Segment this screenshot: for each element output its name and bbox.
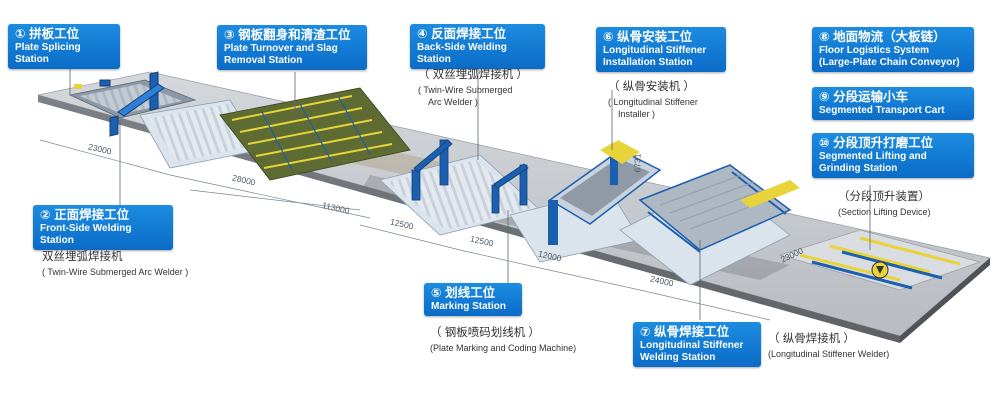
station-3-number: ③ <box>224 28 235 42</box>
station-5-zh: 划线工位 <box>445 286 496 300</box>
dimension-label-8: 6731 <box>632 153 643 173</box>
station-8-zh: 地面物流（大板链） <box>833 30 946 44</box>
station-1-callout: ① 拼板工位 Plate Splicing Station <box>8 24 120 69</box>
station-6-equipment: （ 纵骨安装机 ） ( Longitudinal Stiffener Insta… <box>608 80 698 120</box>
back-welding-area <box>379 139 541 236</box>
station-7-zh: 纵骨焊接工位 <box>654 325 730 339</box>
station-1-zh: 拼板工位 <box>29 27 80 41</box>
station-9-zh: 分段运输小车 <box>833 90 909 104</box>
station-5-number: ⑤ <box>431 286 442 300</box>
station-6-equipment-zh: （ 纵骨安装机 ） <box>608 81 695 93</box>
station-7-en2: Welding Station <box>640 352 716 363</box>
station-9-callout: ⑨ 分段运输小车 Segmented Transport Cart <box>812 87 974 120</box>
station-6-zh: 纵骨安装工位 <box>617 30 693 44</box>
station-4-number: ④ <box>417 27 428 41</box>
station-7-en: Longitudinal Stiffener <box>640 340 744 351</box>
station-4-callout: ④ 反面焊接工位 Back-Side Welding Station <box>410 24 545 69</box>
station-4-equipment-en1: ( Twin-Wire Submerged <box>418 84 513 95</box>
station-10-equipment: （分段顶升装置） (Section Lifting Device) <box>838 190 931 218</box>
station-6-callout: ⑥ 纵骨安装工位 Longitudinal Stiffener Installa… <box>596 27 726 72</box>
station-5-callout: ⑤ 划线工位 Marking Station <box>424 283 522 316</box>
station-2-equipment-zh: 双丝埋弧焊接机 <box>42 251 123 263</box>
station-2-en: Front-Side Welding Station <box>40 223 132 246</box>
station-8-callout: ⑧ 地面物流（大板链） Floor Logistics System (Larg… <box>812 27 974 72</box>
station-7-equipment: （ 纵骨焊接机 ） (Longitudinal Stiffener Welder… <box>768 332 889 360</box>
station-7-equipment-zh: （ 纵骨焊接机 ） <box>768 333 855 345</box>
stiffener-installer <box>509 140 662 263</box>
station-9-en: Segmented Transport Cart <box>819 105 945 116</box>
station-6-en: Longitudinal Stiffener <box>603 45 707 56</box>
station-1-en: Plate Splicing Station <box>15 42 81 65</box>
station-2-zh: 正面焊接工位 <box>54 208 130 222</box>
station-5-equipment-zh: （ 钢板喷码划线机 ） <box>430 327 540 339</box>
station-2-equipment: 双丝埋弧焊接机 ( Twin-Wire Submerged Arc Welder… <box>42 250 188 278</box>
station-3-en: Plate Turnover and Slag <box>224 43 338 54</box>
station-7-callout: ⑦ 纵骨焊接工位 Longitudinal Stiffener Welding … <box>633 322 761 367</box>
station-5-en: Marking Station <box>431 301 507 312</box>
dimension-lines <box>39 139 771 321</box>
front-welding-gantry <box>74 71 165 137</box>
station-2-equipment-en: ( Twin-Wire Submerged Arc Welder ) <box>42 266 189 277</box>
station-6-en2: Installation Station <box>603 57 693 68</box>
station-5-equipment-en: (Plate Marking and Coding Machine) <box>430 342 577 353</box>
leader-lines <box>69 60 871 320</box>
station-10-equipment-en: (Section Lifting Device) <box>838 206 931 217</box>
station-4-zh: 反面焊接工位 <box>431 27 507 41</box>
station-8-en2: (Large-Plate Chain Conveyor) <box>819 57 960 68</box>
station-6-number: ⑥ <box>603 30 614 44</box>
stiffener-welding-area <box>619 164 800 286</box>
station-4-equipment-zh: （ 双丝埋弧焊接机 ） <box>418 69 528 81</box>
station-10-equipment-zh: （分段顶升装置） <box>838 191 930 203</box>
station-10-zh: 分段顶升打磨工位 <box>833 136 934 150</box>
station-5-equipment: （ 钢板喷码划线机 ） (Plate Marking and Coding Ma… <box>430 326 576 354</box>
station-9-number: ⑨ <box>819 90 830 104</box>
station-10-en2: Grinding Station <box>819 163 898 174</box>
station-10-en: Segmented Lifting and <box>819 151 927 162</box>
station-10-callout: ⑩ 分段顶升打磨工位 Segmented Lifting and Grindin… <box>812 133 974 178</box>
station-3-callout: ③ 钢板翻身和清渣工位 Plate Turnover and Slag Remo… <box>217 25 367 70</box>
station-3-zh: 钢板翻身和清渣工位 <box>238 28 351 42</box>
logistics-area <box>778 229 982 291</box>
station-3-en2: Removal Station <box>224 55 303 66</box>
station-8-number: ⑧ <box>819 30 830 44</box>
station-10-number: ⑩ <box>819 136 830 150</box>
station-7-equipment-en: (Longitudinal Stiffener Welder) <box>768 348 890 359</box>
station-6-equipment-en1: ( Longitudinal Stiffener <box>608 96 698 107</box>
station-2-number: ② <box>40 208 51 222</box>
station-6-equipment-en2: Installer ) <box>618 108 656 119</box>
station-4-equipment-en2: Arc Welder ) <box>428 96 478 107</box>
turnover-slag-area <box>219 87 411 181</box>
station-1-number: ① <box>15 27 26 41</box>
station-8-en: Floor Logistics System <box>819 45 930 56</box>
station-2-callout: ② 正面焊接工位 Front-Side Welding Station <box>33 205 173 250</box>
station-7-number: ⑦ <box>640 325 651 339</box>
station-4-en: Back-Side Welding Station <box>417 42 507 65</box>
station-4-equipment: （ 双丝埋弧焊接机 ） ( Twin-Wire Submerged Arc We… <box>418 68 528 108</box>
